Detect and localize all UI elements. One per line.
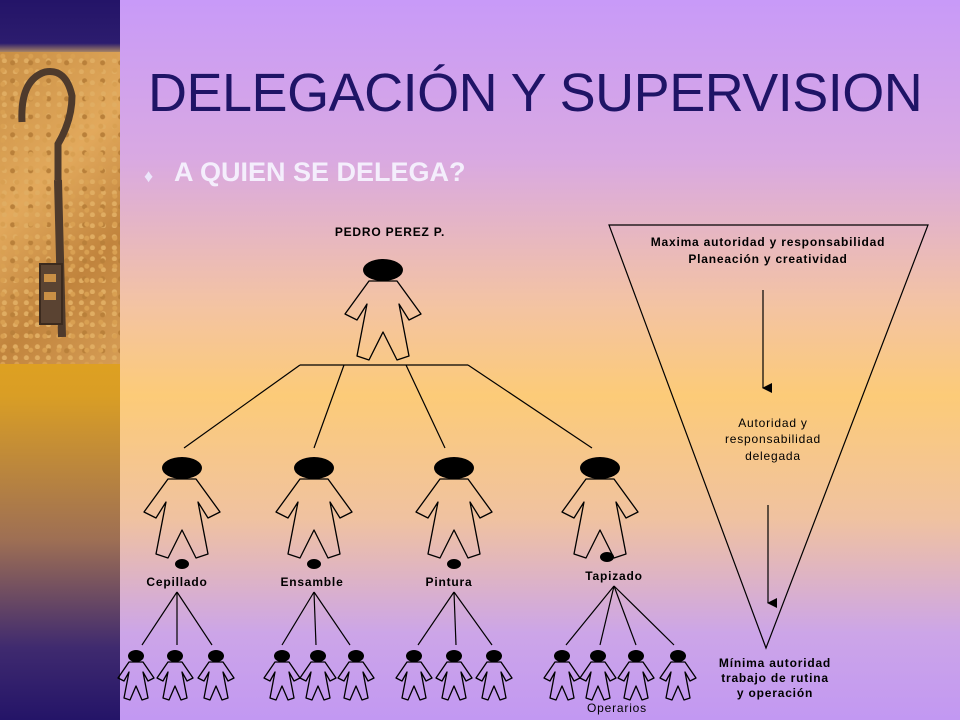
triangle-middle-line3: delegada (745, 449, 801, 463)
triangle-bottom-line2: trabajo de rutina (721, 671, 829, 685)
triangle-middle-line1: Autoridad y (738, 416, 808, 430)
worker-icon (579, 649, 617, 701)
worker-icon (263, 649, 301, 701)
worker-icon (156, 649, 194, 701)
top-person-label: PEDRO PEREZ P. (335, 225, 445, 239)
triangle-top-line2: Planeación y creatividad (688, 252, 847, 266)
worker-icon (475, 649, 513, 701)
triangle-bottom-line1: Mínima autoridad (719, 656, 831, 670)
worker-icon (337, 649, 375, 701)
key-icon (18, 68, 76, 338)
worker-icon (659, 649, 697, 701)
worker-icon (197, 649, 235, 701)
department-label-pintura: Pintura (426, 575, 473, 589)
key-photo (0, 52, 120, 364)
worker-icon (543, 649, 581, 701)
top-person-icon (344, 258, 422, 361)
triangle-top-line1: Maxima autoridad y responsabilidad (651, 235, 886, 249)
supervisor-icon-pintura (415, 456, 493, 559)
triangle-bottom-line3: y operación (737, 686, 813, 700)
department-label-cepillado: Cepillado (146, 575, 207, 589)
department-label-ensamble: Ensamble (280, 575, 343, 589)
org-connectors (183, 364, 593, 449)
supervisor-icon-cepillado (143, 456, 221, 559)
worker-connectors (141, 585, 675, 646)
operarios-label: Operarios (587, 701, 647, 715)
supervisor-icon-ensamble (275, 456, 353, 559)
department-heads (175, 552, 614, 569)
worker-icon (617, 649, 655, 701)
worker-icon (299, 649, 337, 701)
worker-icon (395, 649, 433, 701)
worker-icon (117, 649, 155, 701)
workers (117, 649, 697, 701)
slide-title: DELEGACIÓN Y SUPERVISION (148, 63, 923, 123)
supervisor-icon-tapizado (561, 456, 639, 559)
worker-icon (435, 649, 473, 701)
diamond-bullet-icon: ♦ (144, 166, 154, 186)
triangle-middle-line2: responsabilidad (725, 432, 821, 446)
department-label-tapizado: Tapizado (585, 569, 643, 583)
bullet-text: A QUIEN SE DELEGA? (174, 157, 466, 187)
authority-triangle (608, 224, 929, 650)
